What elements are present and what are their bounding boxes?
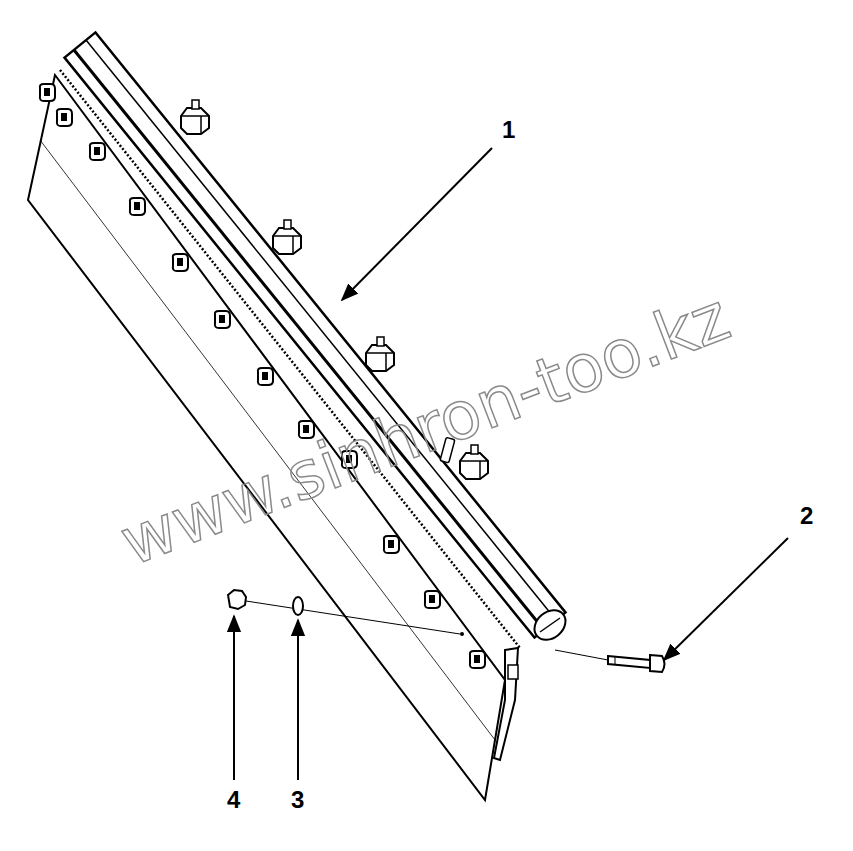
end-bracket bbox=[494, 648, 518, 760]
callout-number: 3 bbox=[291, 788, 304, 812]
bolt-head bbox=[650, 655, 665, 672]
drawing-part bbox=[57, 109, 72, 126]
drawing-part bbox=[215, 311, 230, 328]
drawing-part bbox=[425, 591, 440, 608]
drawing-part bbox=[130, 198, 145, 215]
drawing-part bbox=[384, 536, 399, 553]
leader-line bbox=[664, 538, 788, 660]
drawing-part bbox=[299, 421, 314, 438]
assembly-line bbox=[555, 650, 608, 660]
bar-end bbox=[529, 604, 572, 646]
leader-line bbox=[342, 148, 492, 300]
leader-line bbox=[233, 616, 235, 780]
drawing-part bbox=[60, 70, 520, 648]
callout-number: 1 bbox=[502, 118, 515, 142]
drawing-part bbox=[40, 84, 55, 101]
drawing-part bbox=[173, 254, 188, 271]
leader-line bbox=[297, 620, 299, 780]
drawing-part bbox=[508, 665, 518, 679]
drawing-part bbox=[460, 632, 464, 636]
callout-number: 2 bbox=[800, 504, 813, 528]
drawing-part bbox=[470, 651, 485, 668]
drawing-part bbox=[90, 143, 105, 160]
bolt-part bbox=[608, 656, 650, 668]
drawing-part bbox=[273, 220, 301, 254]
drawing-part bbox=[615, 656, 616, 664]
drawing-part bbox=[181, 100, 209, 134]
drawing-part bbox=[366, 337, 394, 371]
drawing-part bbox=[540, 618, 560, 632]
assembly-line bbox=[246, 601, 460, 634]
washer-part bbox=[293, 597, 303, 615]
drawing-part bbox=[258, 368, 273, 385]
nut-part bbox=[228, 590, 246, 609]
callout-number: 4 bbox=[227, 788, 240, 812]
